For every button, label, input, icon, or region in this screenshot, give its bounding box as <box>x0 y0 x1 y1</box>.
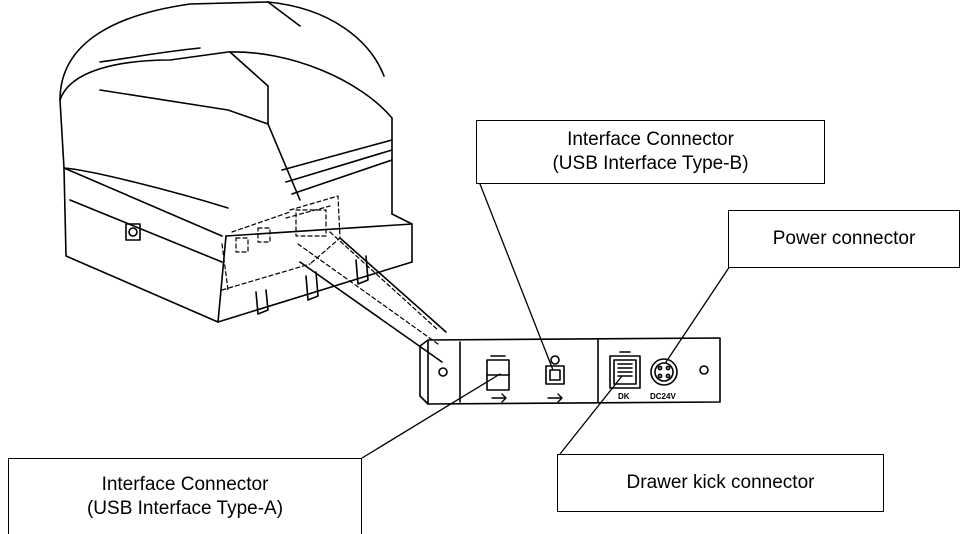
printer-illustration <box>59 1 447 363</box>
callout-usb-a-line1: Interface Connector <box>101 473 269 495</box>
power-port <box>650 358 678 386</box>
leader-lines <box>361 183 731 459</box>
callout-drawer-kick: Drawer kick connector <box>557 454 884 512</box>
callout-power-label: Power connector <box>772 228 916 249</box>
callout-usb-type-b: Interface Connector (USB Interface Type-… <box>476 120 825 184</box>
callout-power-connector: Power connector <box>728 210 960 268</box>
drawer-kick-port <box>609 351 641 389</box>
usb-type-a-port <box>486 355 510 391</box>
dk-label: DK <box>618 392 630 401</box>
usb-icon <box>491 393 563 403</box>
usb-type-b-port <box>545 355 565 385</box>
connector-panel <box>419 337 721 405</box>
callout-usb-b-line1: Interface Connector <box>567 129 734 150</box>
callout-usb-type-a: Interface Connector (USB Interface Type-… <box>8 458 362 534</box>
dc24v-label: DC24V <box>650 392 676 401</box>
callout-usb-b-line2: (USB Interface Type-B) <box>552 153 749 174</box>
callout-usb-a-line2: (USB Interface Type-A) <box>86 497 284 519</box>
callout-drawer-kick-label: Drawer kick connector <box>626 472 815 493</box>
